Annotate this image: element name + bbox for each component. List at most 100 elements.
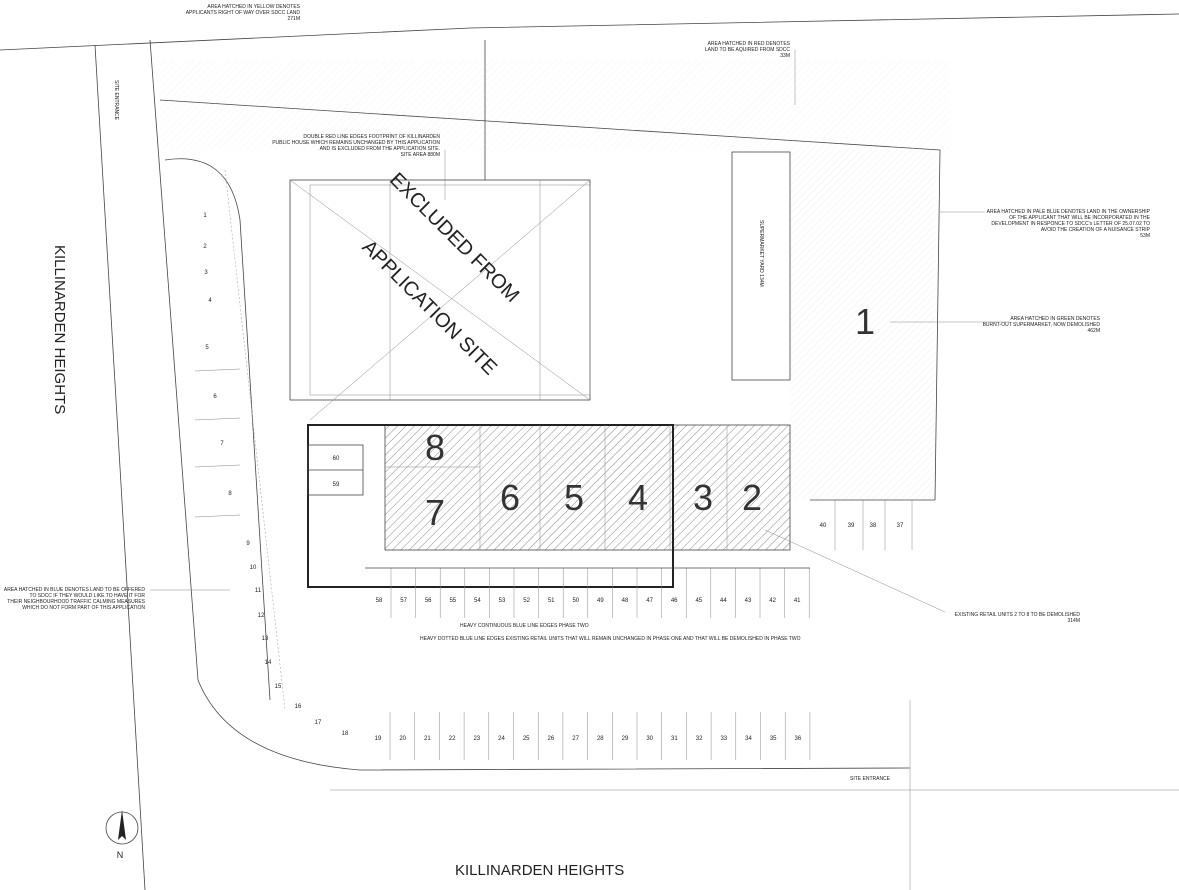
unit-7: 7 (425, 492, 445, 533)
note-pale-blue: OF THE APPLICANT THAT WILL BE INCORPORAT… (1009, 215, 1151, 221)
parking-space: 7 (220, 441, 224, 447)
note-pale-blue: AVOID THE CREATION OF A NUISANCE STRIP (1041, 227, 1151, 233)
parking-space: 49 (597, 598, 604, 604)
parking-space: 15 (275, 684, 282, 690)
parking-space: 29 (622, 736, 629, 742)
parking-space: 19 (375, 736, 382, 742)
north-label: N (117, 850, 124, 860)
site-entrance-bottom: SITE ENTRANCE (850, 776, 891, 782)
yellow-hatched-area (160, 60, 950, 150)
parking-space: 51 (548, 598, 555, 604)
note-dotted: HEAVY DOTTED BLUE LINE EDGES EXISTING RE… (420, 636, 801, 642)
supermarket-yard-label: SUPERMARKET YARD 134M (758, 220, 764, 287)
parking-space: 2 (203, 244, 207, 250)
parking-space: 25 (523, 736, 530, 742)
parking-space: 24 (498, 736, 505, 742)
note-phase-two: HEAVY CONTINUOUS BLUE LINE EDGES PHASE T… (460, 623, 589, 629)
parking-space: 20 (399, 736, 406, 742)
parking-space: 26 (548, 736, 555, 742)
north-arrow-icon (105, 810, 139, 845)
parking-space: 23 (473, 736, 480, 742)
note-pale-blue: AREA HATCHED IN PALE BLUE DENOTES LAND I… (987, 209, 1151, 215)
parking-space: 50 (572, 598, 579, 604)
note-public-house: DOUBLE RED LINE EDGES FOOTPRINT OF KILLI… (303, 134, 440, 140)
note-blue: AREA HATCHED IN BLUE DENOTES LAND TO BE … (4, 587, 146, 593)
parking-space: 28 (597, 736, 604, 742)
parking-space: 22 (449, 736, 456, 742)
parking-space: 34 (745, 736, 752, 742)
parking-space: 1 (203, 213, 207, 219)
parking-space: 18 (342, 731, 349, 737)
parking-space: 8 (228, 491, 232, 497)
parking-space: 14 (265, 660, 272, 666)
parking-space: 59 (333, 482, 340, 488)
note-yellow: AREA HATCHED IN YELLOW DENOTES (207, 4, 300, 10)
green-hatched-area (790, 150, 935, 500)
parking-space: 40 (820, 523, 827, 529)
parking-space: 41 (794, 598, 801, 604)
parking-space: 37 (897, 523, 904, 529)
site-1-label: 1 (855, 301, 875, 342)
parking-space: 38 (870, 523, 877, 529)
note-pale-blue: DEVELOPMENT IN RESPONCE TO SDCC's LETTER… (991, 221, 1150, 227)
parking-space: 48 (622, 598, 629, 604)
parking-space: 27 (572, 736, 579, 742)
parking-space: 12 (258, 613, 265, 619)
parking-space: 43 (745, 598, 752, 604)
parking-space: 32 (696, 736, 703, 742)
parking-space: 36 (795, 736, 802, 742)
retail-units-block (384, 424, 791, 551)
parking-space: 17 (315, 720, 322, 726)
parking-space: 30 (646, 736, 653, 742)
parking-space: 47 (646, 598, 653, 604)
parking-space: 16 (295, 704, 302, 710)
road-label-left: KILLINARDEN HEIGHTS (51, 245, 68, 414)
parking-space: 6 (213, 394, 217, 400)
parking-space: 58 (376, 598, 383, 604)
note-blue: THEIR NEIGHBOURHOOD TRAFFIC CALMING MEAS… (7, 599, 145, 605)
note-public-house: PUBLIC HOUSE WHICH REMAINS UNCHANGED BY … (272, 140, 440, 146)
parking-space: 53 (499, 598, 506, 604)
parking-space: 13 (262, 636, 269, 642)
unit-2: 2 (742, 477, 762, 518)
unit-6: 6 (500, 477, 520, 518)
annotations: AREA HATCHED IN YELLOW DENOTESAPPLICANTS… (4, 4, 1151, 642)
note-yellow: APPLICANTS RIGHT OF WAY OVER SDCC LAND (186, 10, 301, 16)
parking-space: 54 (474, 598, 481, 604)
parking-space: 21 (424, 736, 431, 742)
note-yellow: 271M (287, 16, 300, 22)
parking-space: 55 (449, 598, 456, 604)
phase-two-boundary (307, 424, 674, 588)
note-blue: TO SDCC IF THEY WOULD LIKE TO HAVE IT FO… (30, 593, 146, 599)
parking-space: 52 (523, 598, 530, 604)
parking-space: 56 (425, 598, 432, 604)
unit-4: 4 (628, 477, 648, 518)
note-green: 462M (1087, 328, 1100, 334)
parking-space: 10 (250, 565, 257, 571)
parking-space: 45 (695, 598, 702, 604)
note-retail: EXISTING RETAIL UNITS 2 TO 8 TO BE DEMOL… (955, 612, 1081, 618)
note-green: AREA HATCHED IN GREEN DENOTES (1010, 316, 1100, 322)
parking-space: 11 (255, 588, 262, 594)
parking-space: 44 (720, 598, 727, 604)
unit-8: 8 (425, 427, 445, 468)
parking-space: 57 (400, 598, 407, 604)
note-red: 33M (780, 53, 790, 59)
parking-space: 39 (848, 523, 855, 529)
parking-space: 35 (770, 736, 777, 742)
parking-space: 42 (769, 598, 776, 604)
note-public-house: AND IS EXCLUDED FROM THE APPLICATION SIT… (320, 146, 440, 152)
parking-space: 60 (333, 456, 340, 462)
unit-3: 3 (693, 477, 713, 518)
parking-space: 31 (671, 736, 678, 742)
parking-space: 46 (671, 598, 678, 604)
public-house-footprint (289, 179, 591, 421)
parking-space: 4 (208, 298, 212, 304)
road-label-bottom: KILLINARDEN HEIGHTS (455, 862, 624, 879)
unit-5: 5 (564, 477, 584, 518)
parking-space: 9 (246, 541, 250, 547)
note-red: AREA HATCHED IN RED DENOTES (708, 41, 791, 47)
